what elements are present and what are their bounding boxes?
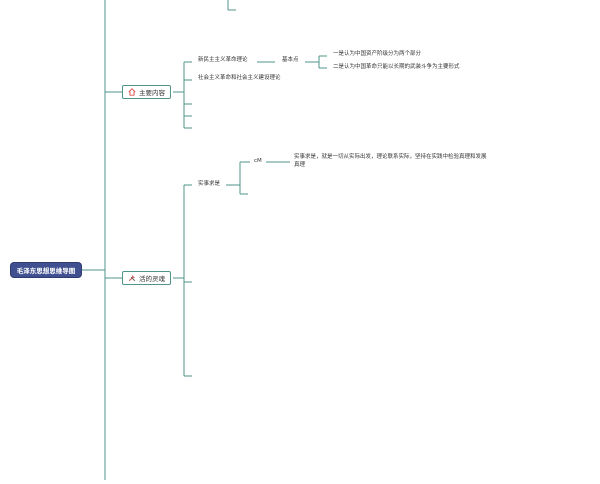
branch-main-content-label: 主要内容 bbox=[139, 89, 165, 97]
node-seek-truth-description-cont: 真理 bbox=[294, 162, 306, 168]
branch-living-soul-label: 活的灵魂 bbox=[139, 275, 165, 283]
tools-icon bbox=[128, 275, 136, 282]
node-new-democratic-revolution-theory[interactable]: 新民主主义革命理论 bbox=[198, 57, 248, 63]
root-node-label: 毛泽东思想思维导图 bbox=[16, 267, 76, 275]
node-basic-points[interactable]: 基本点 bbox=[282, 57, 299, 63]
node-point-two[interactable]: 二是认为中国革命只能以长期的武装斗争为主要形式 bbox=[333, 64, 460, 70]
home-icon bbox=[128, 88, 136, 96]
branch-main-content[interactable]: 主要内容 bbox=[122, 85, 171, 99]
node-seek-truth-from-facts[interactable]: 实事求是 bbox=[198, 181, 221, 187]
node-socialist-revolution-theory[interactable]: 社会主义革命和社会主义建设理论 bbox=[198, 75, 281, 81]
node-cm[interactable]: cM bbox=[254, 158, 262, 164]
root-node[interactable]: 毛泽东思想思维导图 bbox=[11, 263, 81, 277]
node-point-one[interactable]: 一是认为中国资产阶级分为两个部分 bbox=[333, 51, 422, 57]
branch-living-soul[interactable]: 活的灵魂 bbox=[122, 271, 171, 285]
node-seek-truth-description[interactable]: 实事求是，就是一切从实际出发，理论联系实际，坚持在实践中检验真理和发展 bbox=[294, 154, 487, 160]
